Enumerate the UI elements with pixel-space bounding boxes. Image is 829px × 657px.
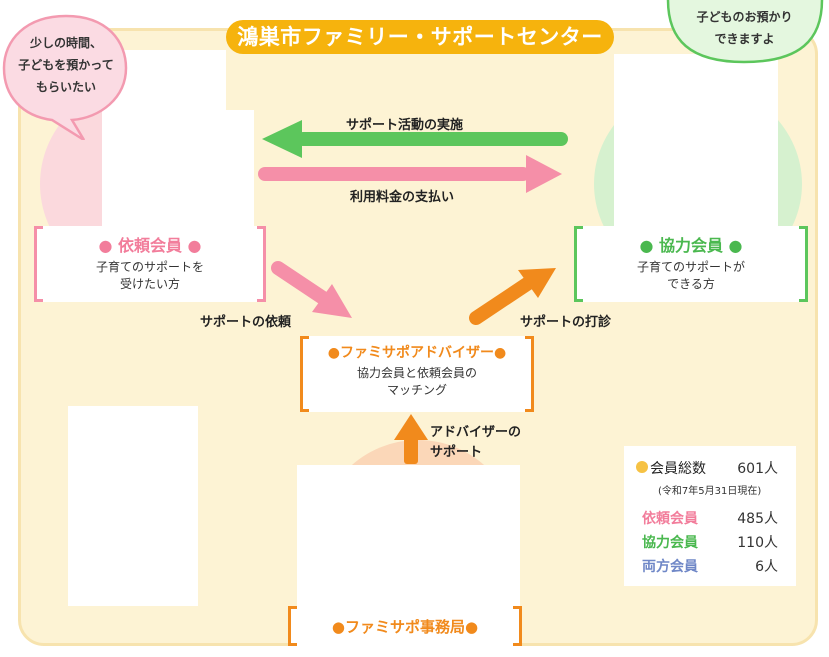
cooperator-title: ● 協力会員 ● [639,236,743,255]
office-title: ●ファミサポ事務局● [331,618,479,636]
bubble-left-line-2: 子どもを預かって [18,58,114,72]
stats-dot-icon [636,461,648,473]
advisor-support-label: アドバイザーの サポート [430,423,521,463]
office-card: ●ファミサポ事務局● [288,606,522,646]
bubble-right-line-1: 子どものお預かり [696,10,793,24]
office-photo-center [297,465,520,607]
cooperator-card: ● 協力会員 ● 子育てのサポートが できる方 [574,226,808,302]
member-stats: 会員総数 601人 (令和7年5月31日現在) 依頼会員 485人 協力会員 1… [624,446,796,586]
office-photo-left [68,406,198,606]
stats-both-label: 両方会員 [642,559,698,575]
fee-payment-arrow [258,155,562,193]
bubble-left-line-1: 少しの時間、 [29,36,102,50]
requester-card: ● 依頼会員 ● 子育てのサポートを 受けたい方 [34,226,266,302]
page-title: 鴻巣市ファミリー・サポートセンター [226,20,614,54]
stats-requester-label: 依頼会員 [642,511,698,527]
stats-both-value: 6人 [755,559,778,575]
support-inquiry-label: サポートの打診 [520,315,612,330]
advisor-support-arrow [394,414,428,464]
advisor-support-label-line-2: サポート [430,445,483,460]
requester-desc-line-1: 子育てのサポートを [95,260,204,274]
requester-photo-lower [102,110,254,228]
stats-total-value: 601人 [737,461,778,477]
stats-total-label: 会員総数 [650,461,706,477]
support-activity-label: サポート活動の実施 [346,118,464,133]
advisor-support-label-line-1: アドバイザーの [430,425,522,440]
stats-requester-value: 485人 [737,511,778,527]
advisor-desc-line-1: 協力会員と依頼会員の [356,366,477,380]
fee-payment-label: 利用料金の支払い [350,190,455,205]
support-request-arrow [271,261,352,318]
advisor-title: ●ファミサポアドバイザー● [327,345,507,361]
cooperator-photo [614,54,778,228]
cooperator-desc-line-2: できる方 [667,277,715,291]
requester-title: ● 依頼会員 ● [98,236,202,255]
support-inquiry-arrow [469,268,556,325]
cooperator-desc-line-1: 子育てのサポートが [636,260,745,274]
support-request-label: サポートの依頼 [200,315,292,330]
stats-as-of: (令和7年5月31日現在) [658,486,762,497]
support-activity-arrow [262,120,568,158]
advisor-card: ●ファミサポアドバイザー● 協力会員と依頼会員の マッチング [300,336,534,412]
bubble-right-line-2: できますよ [714,32,775,46]
bubble-left-line-3: もらいたい [35,80,96,94]
speech-bubble-left: 少しの時間、 子どもを預かって もらいたい [0,8,132,140]
stats-cooperator-label: 協力会員 [642,535,698,551]
advisor-desc-line-2: マッチング [386,383,447,397]
speech-bubble-right: 子どものお預かり できますよ [660,0,829,66]
requester-desc-line-2: 受けたい方 [119,277,180,291]
stats-cooperator-value: 110人 [737,535,778,551]
